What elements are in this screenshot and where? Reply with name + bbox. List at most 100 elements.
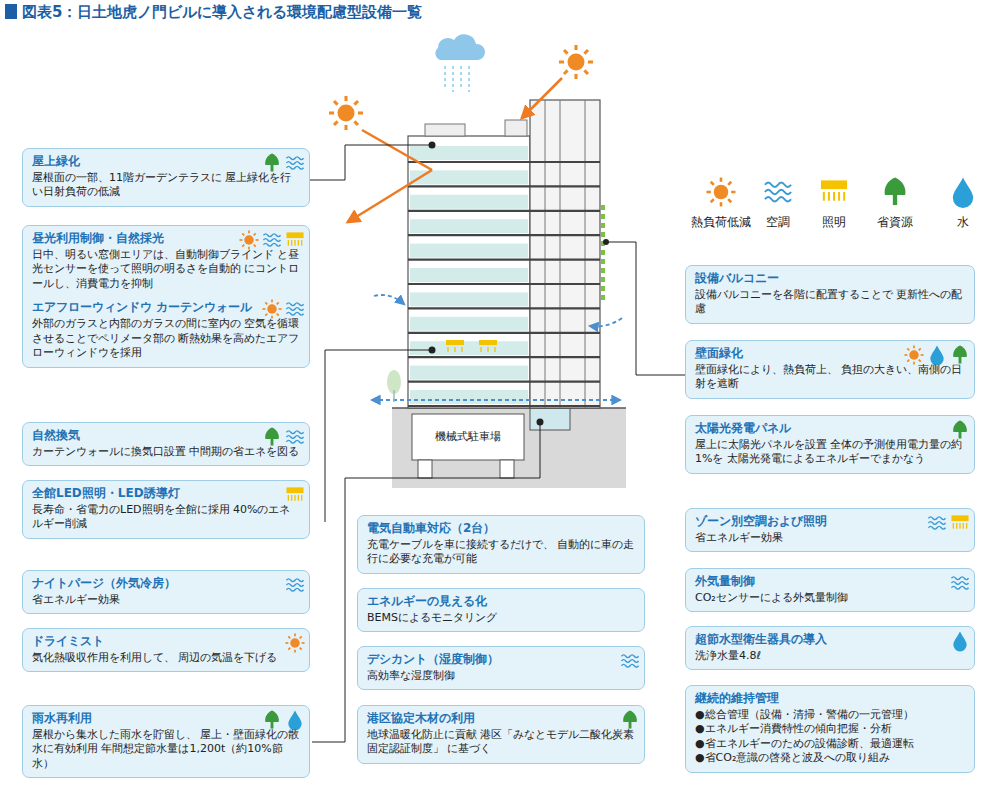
floor-slab [408, 185, 600, 187]
tree-icon [265, 711, 279, 729]
floor-slab [408, 307, 600, 309]
feature-box: 自然換気カーテンウォールに換気口設置 中間期の省エネを図る [22, 422, 310, 466]
feature-box: 雨水再利用屋根から集水した雨水を貯留し、 屋上・壁面緑化の散水に有効利用 年間想… [22, 705, 310, 778]
area-label: 機械式駐車場 [412, 429, 524, 444]
core-line [560, 100, 561, 408]
feature-heading: ナイトパージ（外気冷房） [32, 576, 301, 592]
feature-text: 省エネルギー効果 [32, 593, 301, 608]
feature-text: 地球温暖化防止に貢献 港区「みなとモデル二酸化炭素固定認証制度」 に基づく [367, 728, 636, 757]
legend-label: 空調 [743, 214, 813, 231]
feature-text: 省エネルギー効果 [695, 531, 966, 546]
feature-text: 壁面緑化により、熱負荷上、 負担の大きい、南側の日射を遮断 [695, 363, 966, 392]
waves-icon [286, 157, 303, 169]
waves-icon [765, 183, 791, 202]
feature-text: 屋根面の一部、11階ガーデンテラスに 屋上緑化を行い日射負荷の低減 [32, 171, 301, 200]
feature-heading: エネルギーの見える化 [367, 594, 636, 610]
wall-greening [601, 205, 605, 300]
feature-heading: 超節水型衛生器具の導入 [695, 632, 966, 648]
parking-room [412, 414, 524, 460]
feature-heading: 全館LED照明・LED誘導灯 [32, 486, 301, 502]
building-body [408, 136, 530, 408]
feature-heading: デシカント（湿度制御） [367, 652, 636, 668]
pit [418, 460, 432, 478]
sun-icon [286, 634, 305, 653]
feature-box: ゾーン別空調および照明省エネルギー効果 [685, 508, 975, 552]
window-band [410, 292, 528, 306]
rain [445, 66, 469, 92]
sun-ray [522, 78, 562, 118]
feature-heading: 設備バルコニー [695, 271, 966, 287]
floor-slab [408, 381, 600, 383]
drop-icon [953, 632, 966, 652]
floor-slab [408, 161, 600, 163]
feature-text: ●省CO₂意識の啓発と波及への取り組み [695, 751, 966, 766]
feature-text: 外部のガラスと内部のガラスの間に室内の 空気を循環させることでペリメータ部の 断… [32, 317, 301, 361]
feature-box: 全館LED照明・LED誘導灯長寿命・省電力のLED照明を全館に採用 40%のエネ… [22, 480, 310, 539]
airflow-arrow [590, 318, 622, 326]
feature-text: 洗浄水量4.8ℓ [695, 649, 966, 664]
window-band [410, 195, 528, 209]
leader-line [310, 145, 685, 742]
window-band [410, 219, 528, 233]
sun-icon [263, 300, 282, 319]
window-band [410, 366, 528, 380]
rain-tank [530, 408, 570, 430]
sun-icon [329, 96, 363, 130]
building-core [530, 100, 600, 408]
feature-box: 超節水型衛生器具の導入洗浄水量4.8ℓ [685, 626, 975, 670]
drop-icon [930, 346, 943, 366]
feature-box: 外気量制御CO₂センサーによる外気量制御 [685, 568, 975, 612]
window-band [410, 268, 528, 282]
sun-icon [905, 346, 924, 365]
feature-text: 高効率な湿度制御 [367, 669, 636, 684]
feature-text: 設備バルコニーを各階に配置することで 更新性への配慮 [695, 288, 966, 317]
window-band [410, 341, 528, 355]
drop-icon [953, 178, 973, 208]
sun-icon [559, 45, 593, 79]
reflected-ray [348, 170, 432, 222]
feature-text: 長寿命・省電力のLED照明を全館に採用 40%のエネルギー削減 [32, 503, 301, 532]
light-icon [821, 180, 847, 200]
feature-heading: ドライミスト [32, 634, 301, 650]
sun-ray [362, 130, 432, 170]
leader-dot [429, 142, 610, 426]
floor-slab [408, 332, 600, 334]
light-fixture [446, 340, 497, 352]
airflow-arrow [374, 295, 404, 304]
legend-label: 照明 [799, 214, 869, 231]
floor-slab [408, 210, 600, 212]
waves-icon [928, 517, 945, 529]
roof-equipment [425, 124, 465, 136]
core-line [545, 100, 546, 408]
tree-icon [953, 421, 967, 439]
window-band [410, 317, 528, 331]
feature-heading: エアフローウィンドウ カーテンウォール [32, 300, 301, 316]
feature-box: ドライミスト気化熱吸収作用を利用して、 周辺の気温を下げる [22, 628, 310, 672]
feature-heading: 自然換気 [32, 428, 301, 444]
feature-text: カーテンウォールに換気口設置 中間期の省エネを図る [32, 445, 301, 460]
title-mark [5, 4, 17, 19]
core-line [585, 100, 586, 408]
waves-icon [286, 303, 303, 315]
waves-icon [263, 234, 280, 246]
roof-equipment [505, 120, 527, 136]
feature-text: 気化熱吸収作用を利用して、 周辺の気温を下げる [32, 651, 301, 666]
floor-slab [408, 234, 600, 236]
feature-box: ナイトパージ（外気冷房）省エネルギー効果 [22, 570, 310, 614]
feature-box: 電気自動車対応（2台）充電ケーブルを車に接続するだけで、 自動的に車の走行に必要… [357, 515, 645, 574]
floor-slab [408, 405, 600, 407]
drop-icon [288, 711, 301, 731]
legend-label: 熱負荷低減 [686, 214, 756, 231]
figure-title: 図表5：日土地虎ノ門ビルに導入される環境配慮型設備一覧 [22, 3, 422, 22]
floor-slab [408, 283, 600, 285]
window-band [410, 146, 528, 160]
waves-icon [621, 655, 638, 667]
pit [500, 460, 514, 478]
feature-box: エネルギーの見える化BEMSによるモニタリング [357, 588, 645, 632]
feature-text: CO₂センサーによる外気量制御 [695, 591, 966, 606]
tree-icon [623, 711, 637, 729]
feature-text: 日中、明るい窓側エリアは、自動制御ブラインド と昼光センサーを使って照明の明るさ… [32, 248, 301, 292]
feature-text: ●エネルギー消費特性の傾向把握・分析 [695, 722, 966, 737]
sun-icon [707, 178, 736, 207]
feature-text: 屋根から集水した雨水を貯留し、 屋上・壁面緑化の散水に有効利用 年間想定節水量は… [32, 728, 301, 772]
